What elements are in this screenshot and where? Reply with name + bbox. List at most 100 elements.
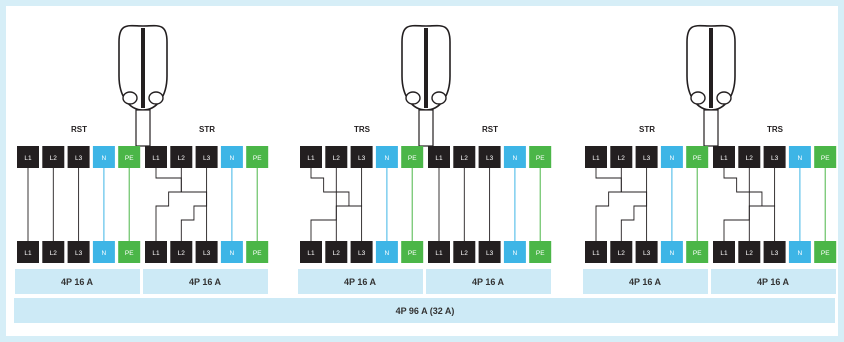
- plug-cable: [703, 109, 719, 147]
- terminal-bottom-l2: [42, 241, 65, 263]
- terminal-top-label: PE: [693, 155, 702, 162]
- terminal-top-n: [92, 146, 115, 168]
- plug-grip-left: [690, 91, 706, 105]
- terminal-bottom-label: PE: [253, 250, 262, 257]
- terminal-bottom-l1: [585, 241, 607, 263]
- plug-divider: [424, 28, 428, 108]
- terminal-bottom-l1: [713, 241, 735, 263]
- terminal-bottom-label: PE: [536, 250, 545, 257]
- plug-grip-left: [122, 91, 138, 105]
- terminal-top-pe: [246, 146, 269, 168]
- phase-wire: [335, 168, 363, 241]
- terminal-bottom-label: L1: [720, 250, 728, 257]
- terminal-bottom-label: N: [230, 250, 235, 257]
- terminal-bottom-label: L1: [592, 250, 600, 257]
- terminal-top-label: N: [102, 155, 107, 162]
- main-breaker-bar: [14, 298, 835, 323]
- terminal-top-label: L1: [307, 155, 315, 162]
- phase-wire: [723, 168, 750, 241]
- phase-wire: [155, 168, 182, 241]
- terminal-top-l1: [585, 146, 607, 168]
- plug-cable: [135, 109, 151, 147]
- terminal-bottom-l1: [17, 241, 39, 263]
- terminal-top-n: [220, 146, 243, 168]
- phase-order-label: STR: [639, 125, 655, 134]
- terminal-bottom-n: [92, 241, 115, 263]
- plug-grip-left: [405, 91, 421, 105]
- terminal-top-label: N: [385, 155, 390, 162]
- terminal-bottom-l3: [350, 241, 373, 263]
- terminal-bottom-label: L2: [178, 250, 186, 257]
- phase-wire: [595, 168, 622, 241]
- terminal-top-pe: [118, 146, 141, 168]
- terminal-bottom-pe: [686, 241, 709, 263]
- terminal-top-n: [788, 146, 811, 168]
- terminal-top-label: L1: [24, 155, 32, 162]
- terminal-top-pe: [814, 146, 837, 168]
- terminal-top-l2: [170, 146, 193, 168]
- terminal-top-label: L2: [461, 155, 469, 162]
- terminal-top-l3: [478, 146, 501, 168]
- terminal-bottom-label: N: [798, 250, 803, 257]
- terminal-bottom-label: L3: [486, 250, 494, 257]
- terminal-top-l2: [453, 146, 476, 168]
- terminal-bottom-pe: [401, 241, 424, 263]
- terminal-bottom-l2: [738, 241, 761, 263]
- phase-wire: [748, 168, 776, 241]
- terminal-bottom-l2: [170, 241, 193, 263]
- terminal-bottom-l1: [300, 241, 322, 263]
- terminal-top-label: L2: [618, 155, 626, 162]
- terminal-top-l3: [763, 146, 786, 168]
- terminal-bottom-label: L2: [50, 250, 58, 257]
- terminal-top-n: [375, 146, 398, 168]
- terminal-bottom-n: [220, 241, 243, 263]
- socket-breaker-label: 4P 16 A: [472, 277, 505, 287]
- terminal-bottom-l3: [195, 241, 218, 263]
- terminal-top-l3: [67, 146, 90, 168]
- terminal-top-l1: [713, 146, 735, 168]
- socket-breaker-label: 4P 16 A: [189, 277, 222, 287]
- phase-order-label: RST: [482, 125, 498, 134]
- terminal-top-l3: [635, 146, 658, 168]
- socket-breaker-bar: [15, 269, 140, 294]
- terminal-bottom-pe: [529, 241, 552, 263]
- terminal-top-label: N: [513, 155, 518, 162]
- terminal-bottom-l3: [478, 241, 501, 263]
- terminal-top-n: [660, 146, 683, 168]
- terminal-bottom-l3: [635, 241, 658, 263]
- terminal-top-l2: [325, 146, 348, 168]
- terminal-bottom-label: L3: [771, 250, 779, 257]
- terminal-bottom-label: N: [670, 250, 675, 257]
- plug-cable: [418, 109, 434, 147]
- terminal-top-l2: [42, 146, 65, 168]
- terminal-bottom-label: PE: [693, 250, 702, 257]
- terminal-bottom-label: N: [385, 250, 390, 257]
- terminal-bottom-label: L1: [435, 250, 443, 257]
- terminal-bottom-l1: [145, 241, 167, 263]
- phase-wire: [310, 168, 363, 241]
- terminal-bottom-l3: [67, 241, 90, 263]
- terminal-top-label: N: [798, 155, 803, 162]
- terminal-top-l1: [428, 146, 450, 168]
- terminal-bottom-n: [375, 241, 398, 263]
- terminal-bottom-pe: [246, 241, 269, 263]
- terminal-top-l3: [195, 146, 218, 168]
- terminal-top-label: L3: [358, 155, 366, 162]
- terminal-bottom-label: PE: [125, 250, 134, 257]
- terminal-top-label: N: [670, 155, 675, 162]
- ev-plug-icon: [401, 24, 451, 147]
- terminal-bottom-pe: [814, 241, 837, 263]
- terminal-bottom-label: L1: [152, 250, 160, 257]
- socket-breaker-bar: [143, 269, 268, 294]
- terminal-bottom-label: N: [102, 250, 107, 257]
- socket-breaker-bar: [298, 269, 423, 294]
- terminal-bottom-label: L2: [746, 250, 754, 257]
- terminal-top-label: L1: [720, 155, 728, 162]
- plug-grip-right: [716, 91, 732, 105]
- terminal-top-label: L3: [203, 155, 211, 162]
